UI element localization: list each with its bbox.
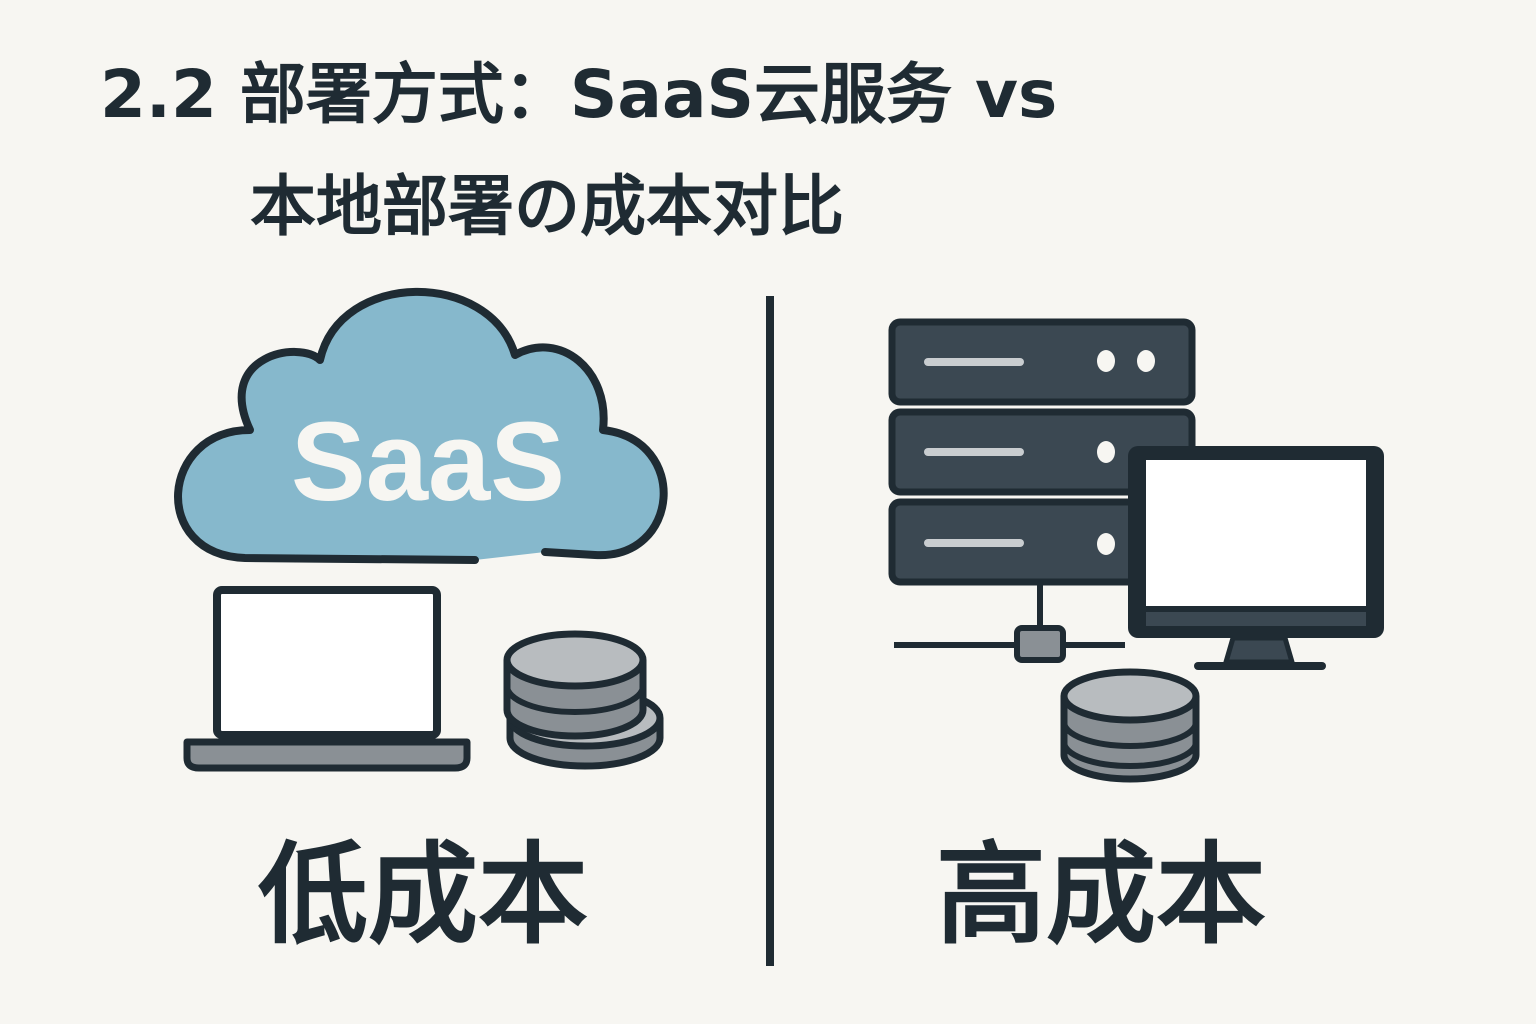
monitor-icon [1128,446,1384,670]
laptop-icon [183,586,471,772]
coin-stack-icon [503,630,664,770]
high-cost-label: 高成本 [936,831,1266,959]
network-icon [894,582,1125,663]
server-rack-icon [888,318,1196,586]
center-divider [766,296,774,966]
saas-cloud-label: SaaS [291,399,565,524]
page-title-line-2: 本地部署の成本对比 [250,168,844,245]
low-cost-label: 低成本 [258,831,588,959]
page-title-line-1: 2.2 部署方式：SaaS云服务 vs [100,56,1058,133]
cloud-icon: SaaS [174,287,668,564]
database-icon [1060,668,1200,783]
